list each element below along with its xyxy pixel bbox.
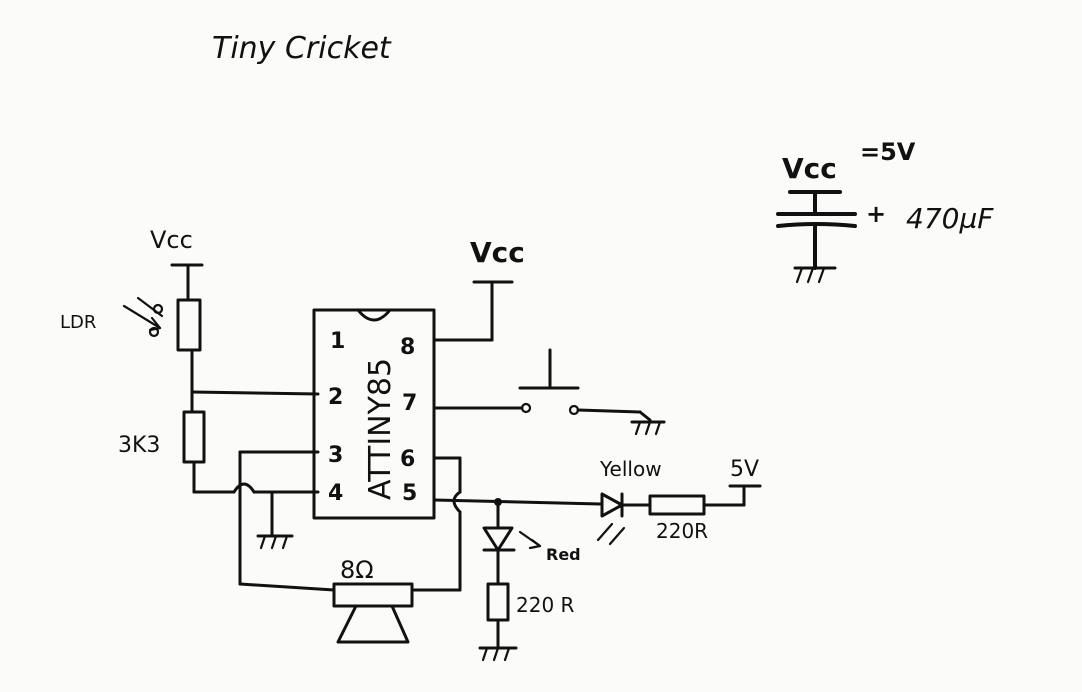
pin-7: 7 bbox=[402, 391, 417, 416]
ldr-vcc-label: Vcc bbox=[150, 226, 193, 254]
red-led-resistor bbox=[486, 582, 510, 622]
red-led bbox=[482, 526, 542, 552]
supply-5v-label: 5V bbox=[730, 457, 759, 482]
button-ground-symbol bbox=[630, 420, 666, 436]
speaker-wiring bbox=[238, 450, 462, 592]
speaker: 8Ω bbox=[332, 556, 414, 644]
ldr-resistor bbox=[176, 298, 202, 352]
red-resistor-label: 220 R bbox=[516, 593, 575, 617]
pin-8: 8 bbox=[400, 335, 415, 360]
red-led-label: Red bbox=[546, 545, 581, 564]
pin-4: 4 bbox=[328, 481, 343, 506]
ldr-divider: Vcc LDR 3K3 bbox=[60, 226, 320, 494]
red-ground-symbol bbox=[478, 646, 518, 662]
pin4-ground bbox=[256, 490, 294, 550]
yellow-led-resistor bbox=[648, 494, 706, 516]
cap-plus-sign: + bbox=[866, 200, 886, 228]
pin-2: 2 bbox=[328, 385, 343, 410]
yellow-resistor-label: 220R bbox=[656, 519, 708, 543]
decoupling-capacitor: Vcc =5V + 470µF bbox=[776, 138, 994, 284]
chip-vcc-label: Vcc bbox=[470, 236, 525, 269]
chip-name: ATTINY85 bbox=[363, 358, 398, 500]
cap-vcc-label: Vcc bbox=[782, 152, 837, 185]
led-outputs: Red 220 R Yellow 220R 5V bbox=[432, 457, 762, 662]
schematic-title: Tiny Cricket bbox=[212, 31, 392, 66]
resistor-3k3 bbox=[182, 410, 206, 464]
ldr-label: LDR bbox=[60, 312, 96, 333]
cap-vcc-equals-label: =5V bbox=[860, 138, 916, 166]
attiny85-chip: ATTINY85 1 2 3 4 5 6 7 8 bbox=[312, 308, 436, 520]
cap-ground-symbol bbox=[793, 266, 837, 284]
resistor-3k3-label: 3K3 bbox=[118, 433, 160, 458]
chip-vcc: Vcc bbox=[432, 236, 525, 342]
pin-5: 5 bbox=[402, 481, 417, 506]
pin-3: 3 bbox=[328, 443, 343, 468]
yellow-led bbox=[596, 492, 626, 546]
speaker-label: 8Ω bbox=[340, 556, 374, 584]
cap-value-label: 470µF bbox=[906, 202, 994, 235]
push-button bbox=[432, 348, 666, 436]
yellow-led-label: Yellow bbox=[599, 457, 662, 481]
pin-1: 1 bbox=[330, 329, 345, 354]
pin-6: 6 bbox=[400, 447, 415, 472]
